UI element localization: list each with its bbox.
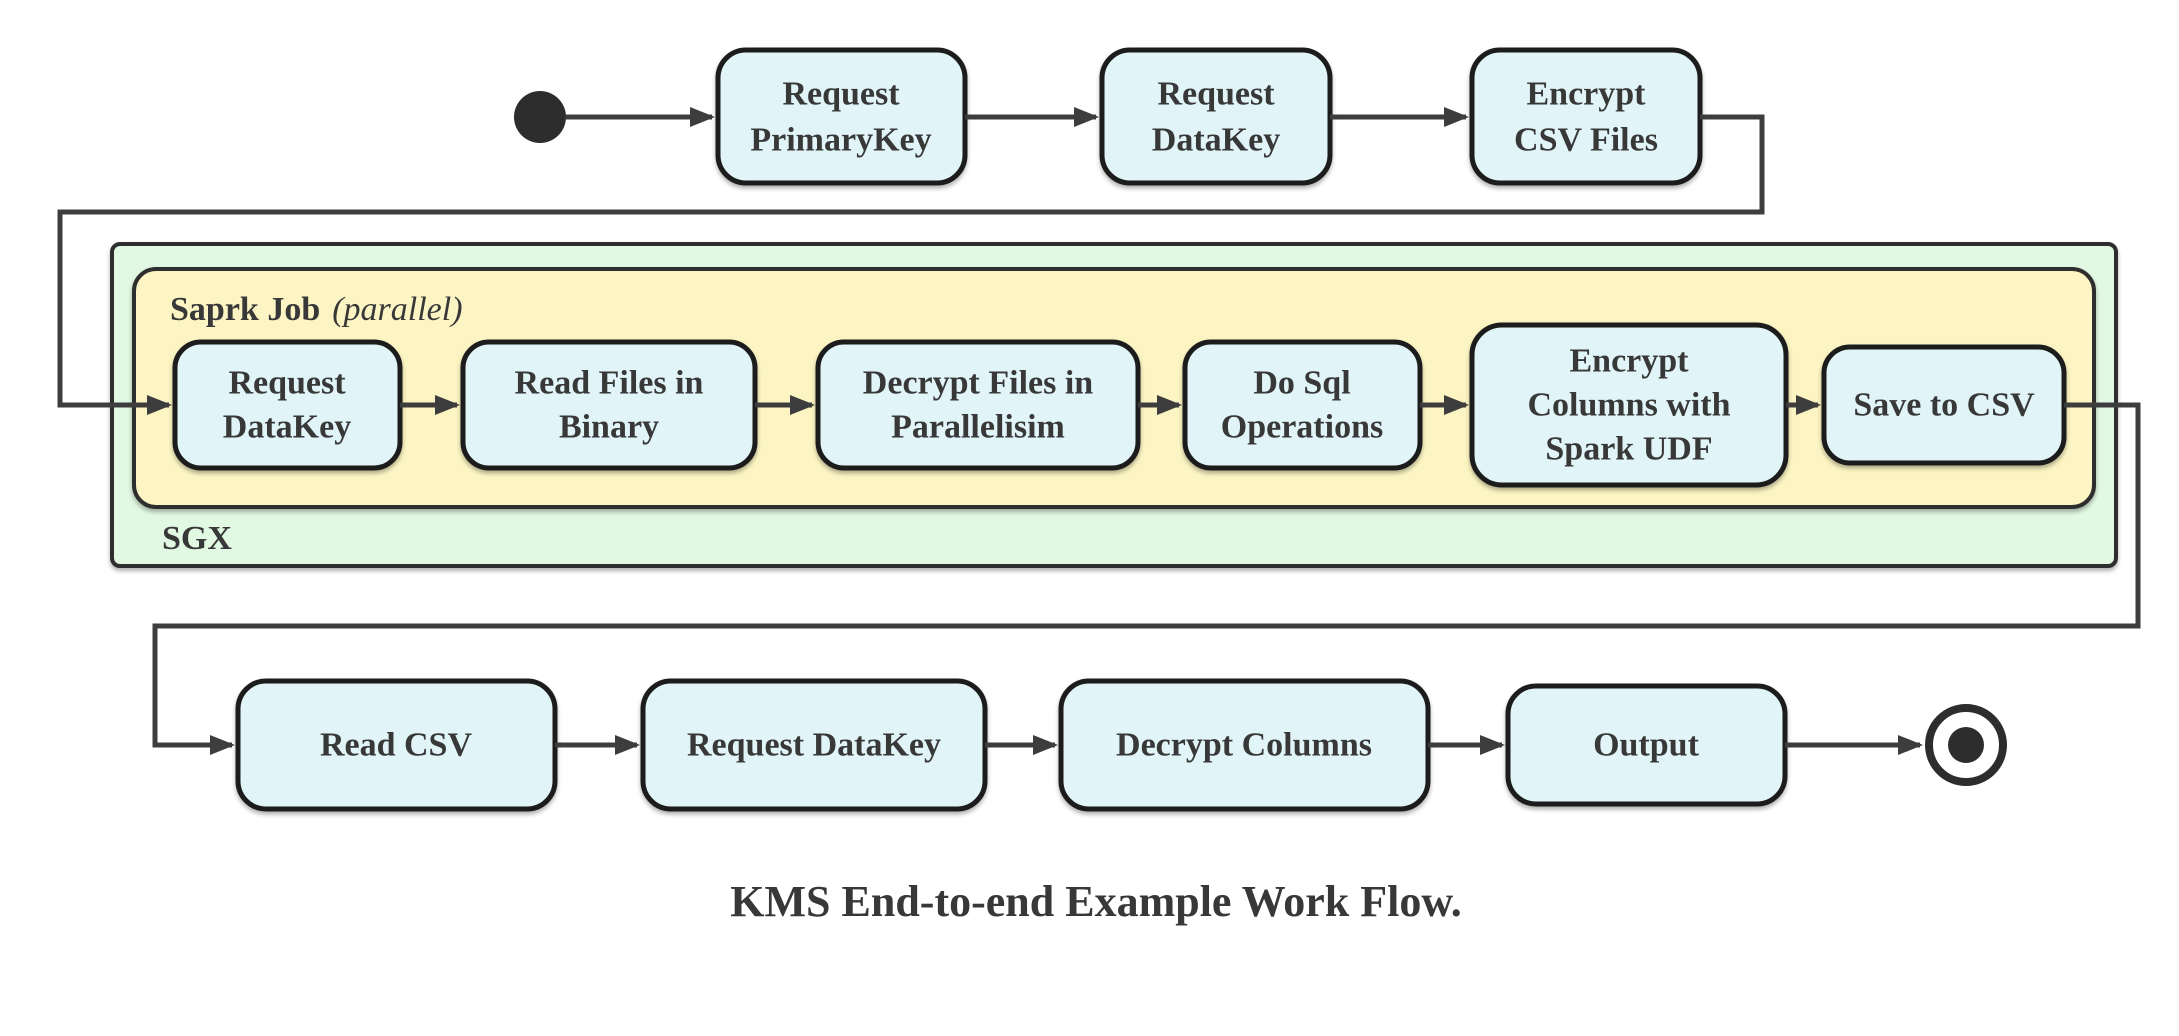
node-save-to-csv-label: Save to CSV xyxy=(1853,387,2035,424)
node-do-sql-operations-box xyxy=(1182,339,1423,471)
node-read-csv: Read CSV xyxy=(235,678,558,812)
diagram-caption: KMS End-to-end Example Work Flow. xyxy=(730,877,1461,926)
node-request-datakey-client: Request DataKey xyxy=(640,678,988,812)
node-read-csv-label: Read CSV xyxy=(320,727,473,764)
node-save-to-csv: Save to CSV xyxy=(1821,344,2067,466)
node-decrypt-files-in-parallelism-box xyxy=(815,339,1141,471)
node-encrypt-csv-files-box xyxy=(1469,47,1703,186)
start-circle xyxy=(514,91,566,143)
node-request-datakey-top-box xyxy=(1099,47,1333,186)
node-request-primarykey-box xyxy=(715,47,968,186)
node-read-files-in-binary-box xyxy=(460,339,758,471)
node-output-label: Output xyxy=(1593,727,1699,764)
node-request-datakey-client-label: Request DataKey xyxy=(687,727,941,764)
spark-job-label-bold: Saprk Job xyxy=(170,291,320,328)
edge-encrypt-csv-files-to-sgx-request-datakey xyxy=(57,114,1765,415)
edge-save-to-csv-to-read-csv xyxy=(152,402,2141,755)
end-circle-inner xyxy=(1948,727,1984,763)
end-node xyxy=(1925,704,2007,786)
node-decrypt-columns-label: Decrypt Columns xyxy=(1116,727,1372,764)
spark-job-group-label: Saprk Job (parallel) xyxy=(170,291,463,328)
node-decrypt-columns: Decrypt Columns xyxy=(1058,678,1431,812)
spark-job-label-parallel: (parallel) xyxy=(332,291,462,328)
sgx-group-label: SGX xyxy=(162,520,232,557)
node-request-datakey-sgx-box xyxy=(172,339,403,471)
node-output: Output xyxy=(1505,683,1788,807)
start-node xyxy=(514,91,566,143)
